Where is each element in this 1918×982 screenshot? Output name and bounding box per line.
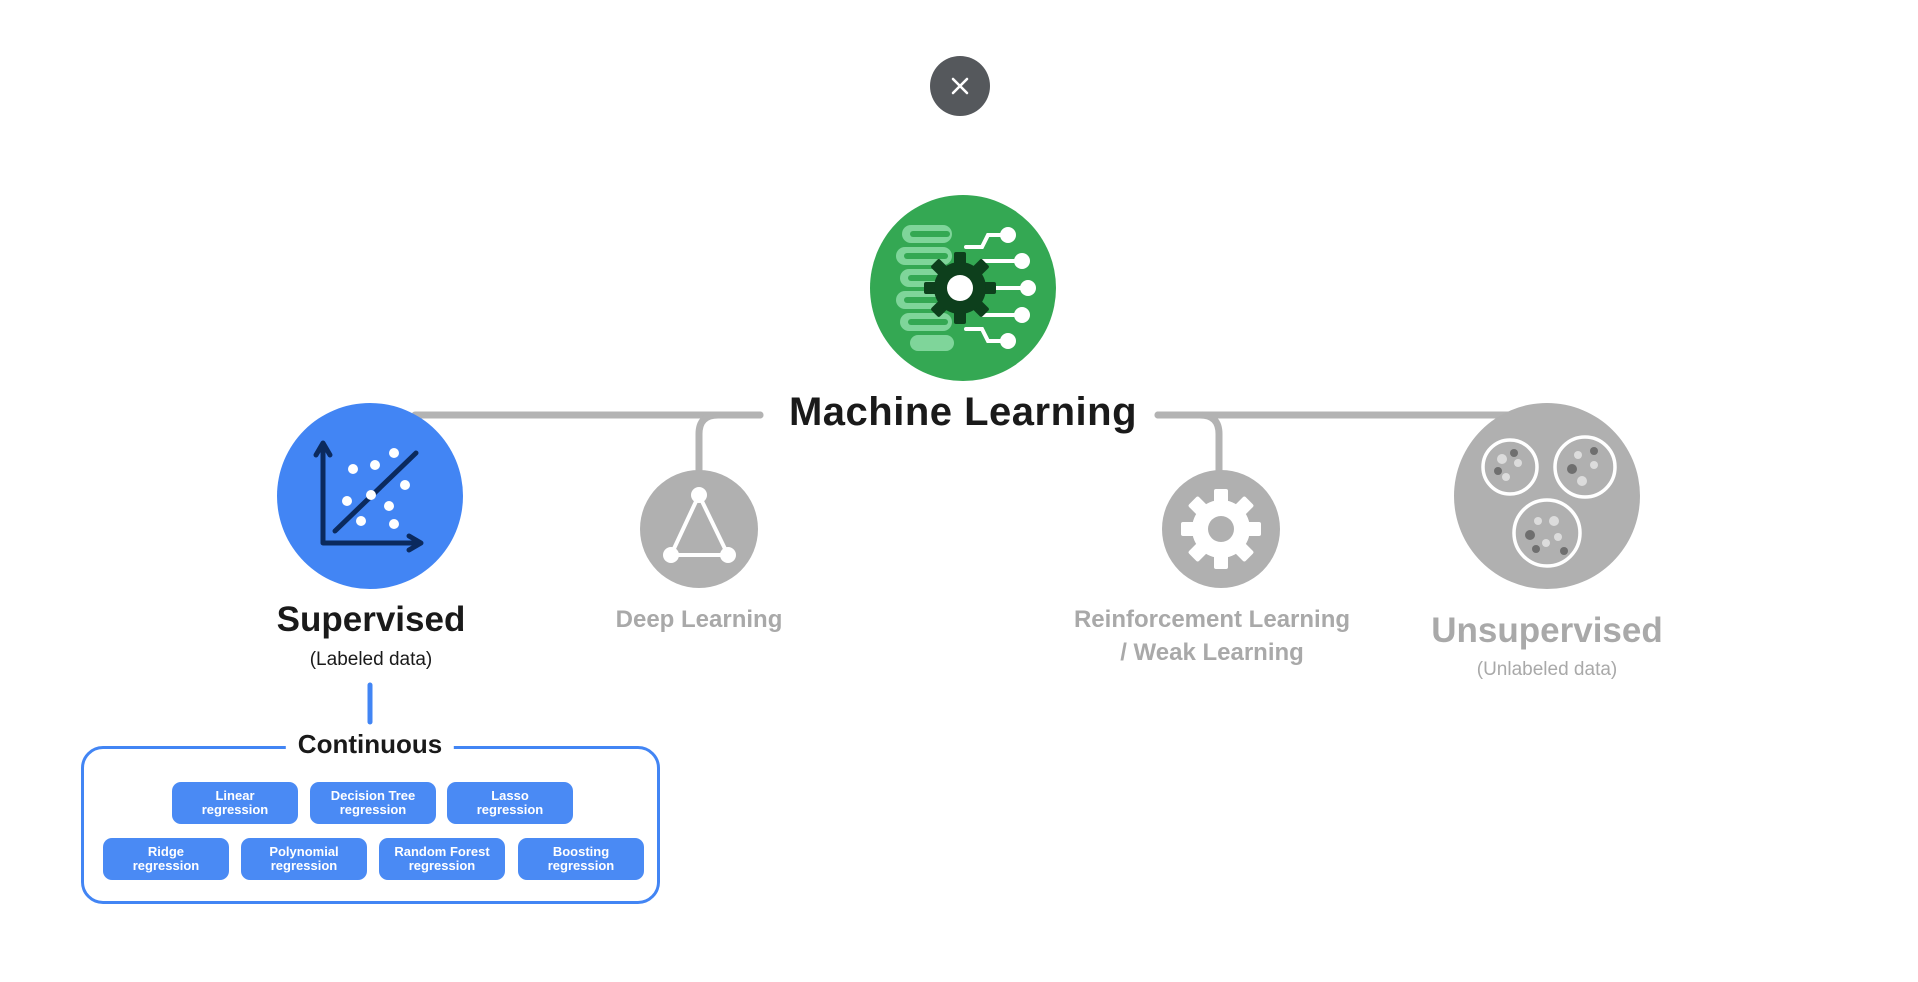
reinforcement-title: Reinforcement Learning / Weak Learning: [1074, 603, 1350, 669]
supervised-sublabel: (Labeled data): [309, 649, 433, 670]
close-button[interactable]: [930, 56, 990, 116]
network-triangle-icon: [640, 470, 758, 588]
gear-icon: [1162, 470, 1280, 588]
chip-line1: Lasso: [491, 788, 529, 803]
machine-learning-title: Machine Learning: [788, 390, 1138, 434]
unsupervised-title: Unsupervised: [1431, 611, 1663, 650]
chip-line1: Random Forest: [394, 844, 490, 859]
chip-line2: regression: [408, 858, 476, 873]
reinforcement-node[interactable]: [1162, 470, 1280, 588]
chip-line1: Ridge: [147, 844, 185, 859]
chip-line2: regression: [339, 802, 407, 817]
deep-learning-title: Deep Learning: [615, 606, 783, 633]
chip-line1: Boosting: [552, 844, 610, 859]
chip-line2: regression: [476, 802, 544, 817]
chip-line2: regression: [201, 802, 269, 817]
chip-line2: regression: [132, 858, 200, 873]
machine-learning-node: [870, 195, 1056, 381]
reinforcement-title-line2: / Weak Learning: [1120, 639, 1304, 666]
chip-line1: Polynomial: [269, 844, 339, 859]
ml-brain-gear-icon: [870, 195, 1056, 381]
deep-learning-node[interactable]: [640, 470, 758, 588]
chip-line1: Linear: [215, 788, 255, 803]
unsupervised-node[interactable]: [1454, 403, 1640, 589]
close-icon: [951, 77, 969, 95]
unsupervised-sublabel: (Unlabeled data): [1476, 659, 1618, 680]
clusters-icon: [1454, 403, 1640, 589]
continuous-group: [81, 746, 660, 904]
continuous-title: Continuous: [285, 729, 455, 760]
scatter-regression-icon: [277, 403, 463, 589]
chip-line2: regression: [270, 858, 338, 873]
chip-line1: Decision Tree: [330, 788, 416, 803]
supervised-title: Supervised: [276, 600, 466, 639]
reinforcement-title-line1: Reinforcement Learning: [1073, 606, 1351, 633]
supervised-node[interactable]: [277, 403, 463, 589]
chip-line2: regression: [547, 858, 615, 873]
